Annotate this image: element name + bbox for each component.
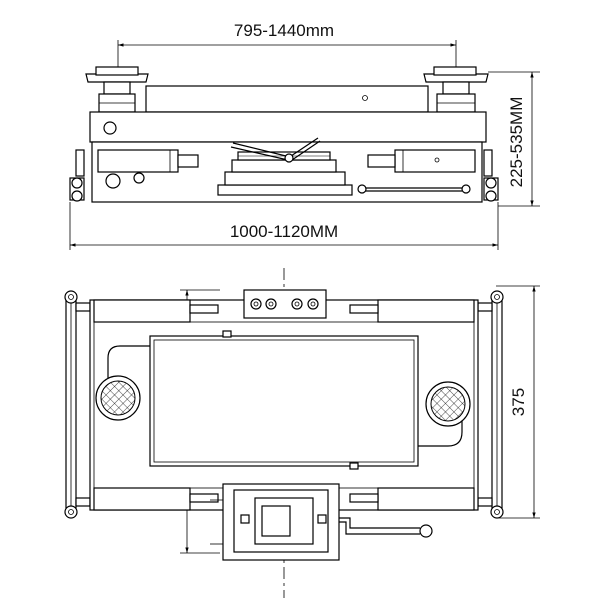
left-saddle-pad xyxy=(85,66,149,113)
plan-width-dimension: 375 xyxy=(496,285,540,519)
left-round-pad xyxy=(95,375,141,421)
right-rollers xyxy=(483,149,499,202)
side-elevation-view: 795-1440mm 225-535MM xyxy=(69,21,540,250)
right-rail xyxy=(477,290,504,519)
upper-beam xyxy=(145,85,429,113)
lifting-body xyxy=(89,111,487,143)
pump-base xyxy=(210,483,340,561)
lifting-plate xyxy=(149,335,419,467)
left-rollers xyxy=(69,149,85,202)
plan-width-label: 375 xyxy=(509,388,528,416)
plan-view: 375 450 xyxy=(64,268,540,598)
pump-unit xyxy=(217,137,353,196)
height-label: 225-535MM xyxy=(507,97,526,188)
right-round-pad xyxy=(425,381,471,427)
top-width-label: 795-1440mm xyxy=(234,21,334,40)
overall-length-dimension: 1000-1120MM xyxy=(69,202,499,250)
valve-block xyxy=(243,289,327,319)
overall-length-label: 1000-1120MM xyxy=(230,222,338,241)
right-saddle-pad xyxy=(423,66,489,113)
left-rail xyxy=(64,290,91,519)
pump-handle xyxy=(339,517,433,538)
top-width-dimension: 795-1440mm xyxy=(117,21,457,70)
height-dimension: 225-535MM xyxy=(488,71,540,207)
